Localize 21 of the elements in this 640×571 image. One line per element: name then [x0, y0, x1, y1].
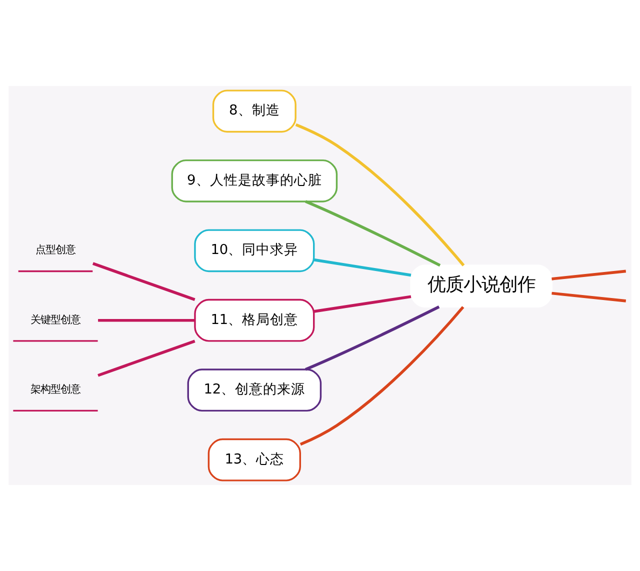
node-box: 优质小说创作	[410, 264, 553, 308]
connector	[98, 318, 195, 322]
connector	[314, 258, 412, 277]
node-text: 架构型创意	[30, 384, 80, 396]
node-box: 10、同中求异	[194, 229, 315, 272]
node-box: 12、创意的来源	[187, 368, 322, 412]
node-box: 13、心态	[208, 438, 302, 482]
connector	[98, 340, 196, 377]
node-text: 关键型创意	[30, 314, 80, 326]
node-box: 9、人性是故事的心脏	[171, 159, 338, 202]
connector	[295, 123, 465, 266]
node-text: 点型创意	[35, 244, 76, 256]
connector	[552, 292, 626, 302]
connector	[300, 306, 464, 446]
node-box: 11、格局创意	[194, 298, 315, 342]
node-box: 8、制造	[212, 90, 296, 133]
connector	[305, 200, 441, 267]
connector	[304, 306, 440, 371]
connector	[92, 262, 196, 301]
connector	[314, 295, 412, 313]
connector	[552, 270, 626, 280]
